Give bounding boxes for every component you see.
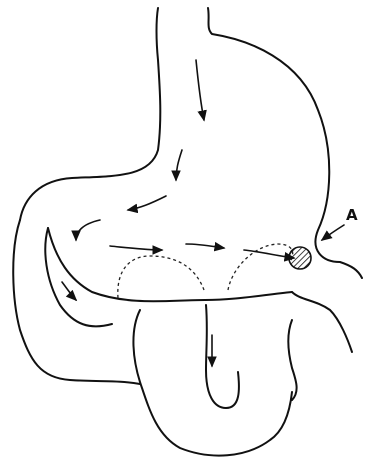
dashed-anastomosis-outline <box>118 256 204 298</box>
stomach-greater-curvature-outline <box>208 8 362 278</box>
dashed-pyloric-outline <box>228 244 293 290</box>
hatched-lesion-circle <box>289 247 311 269</box>
label-a-pointer-arrow <box>322 225 344 240</box>
left-bowel-inner-outline <box>45 228 112 326</box>
label-a: A <box>346 206 358 224</box>
flow-arrow-4 <box>76 220 100 240</box>
lower-bowel-inner-outline <box>206 305 239 408</box>
flow-arrow-5 <box>110 246 162 250</box>
lower-bowel-loop-outline <box>133 310 292 456</box>
right-bowel-segment-outline <box>288 320 296 400</box>
flow-arrow-2 <box>176 150 182 180</box>
flow-arrow-6 <box>186 244 224 248</box>
pylorus-right-outline <box>292 292 352 352</box>
flow-arrow-1 <box>196 60 204 120</box>
flow-arrow-3 <box>128 196 166 210</box>
stomach-lesser-curvature-outline <box>20 8 160 220</box>
bowel-flow-mark-1 <box>62 282 76 300</box>
left-bowel-loop-outline <box>13 220 140 384</box>
stomach-lower-border-outline <box>48 228 292 301</box>
